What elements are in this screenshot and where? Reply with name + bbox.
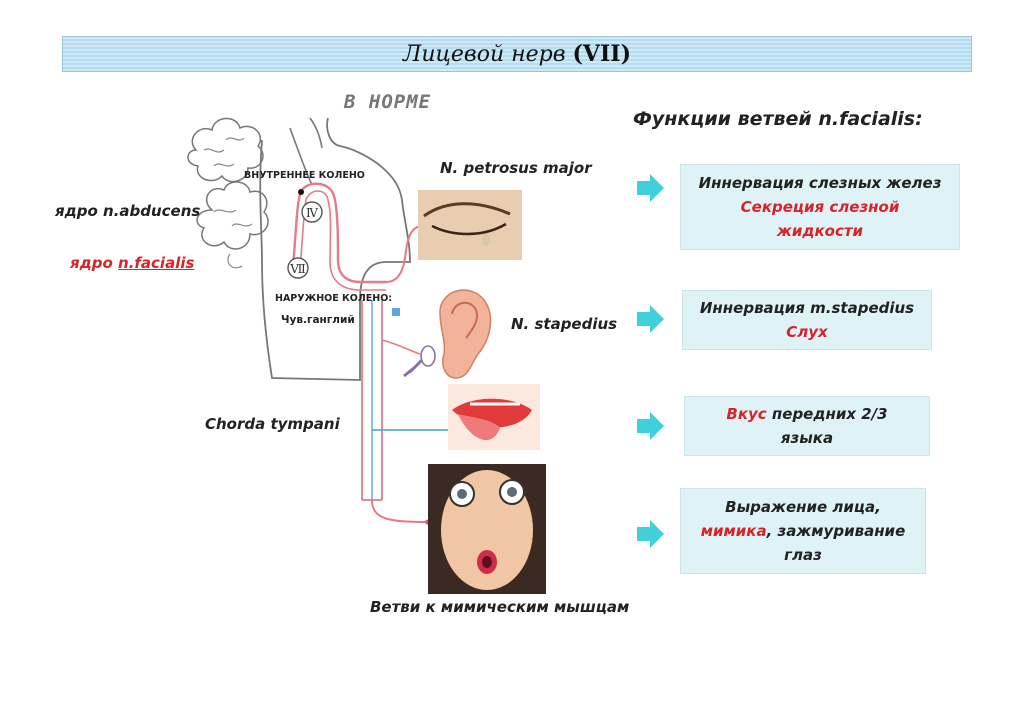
brainstem-outline [259, 117, 411, 381]
mimic-branch [371, 499, 431, 523]
box-text: языка [780, 429, 834, 447]
box-text: Выражение лица, [725, 498, 881, 516]
box-text: Вкус передних 2/3 [726, 405, 888, 423]
box-text: мимика, зажмуривание [700, 522, 906, 540]
label-mimic: Ветви к мимическим мышцам [370, 598, 630, 616]
function-box-mimic: Выражение лица, мимика, зажмуривание гла… [680, 488, 926, 574]
box-text: Слух [786, 323, 828, 341]
arrow-4 [637, 520, 664, 548]
title-roman: (VII) [572, 41, 631, 67]
box-text: жидкости [776, 222, 864, 240]
nucleus-cloud-upper [187, 117, 264, 183]
label-outer-knee: НАРУЖНОЕ КОЛЕНО: [275, 293, 393, 304]
ear-image [439, 289, 492, 379]
numeral-circle-lower [287, 257, 309, 279]
box-text: глаз [784, 546, 822, 564]
norm-label: В НОРМЕ [344, 91, 432, 113]
nucleus-cloud-lower [196, 181, 269, 250]
label-facialis: ядро n.facialis [70, 254, 195, 272]
inner-knee-dot [298, 189, 304, 195]
facial-nerve-trunk [290, 182, 386, 284]
function-box-taste: Вкус передних 2/3 языка [684, 396, 930, 456]
label-inner-knee: ВНУТРЕННЕЕ КОЛЕНО [244, 170, 365, 181]
function-box-lacrimal: Иннервация слезных желез Секреция слезно… [680, 164, 960, 250]
page-title: Лицевой нерв (VII) [403, 41, 631, 67]
face-image [428, 464, 546, 594]
functions-header: Функции ветвей n.facialis: [633, 108, 923, 130]
petrosus-branch [385, 225, 421, 283]
arrow-1 [637, 174, 664, 202]
numeral-upper: Ⅳ [306, 206, 319, 220]
ganglion-marker [392, 308, 400, 316]
mouth-image [448, 384, 540, 450]
label-abducens: ядро n.abducens [55, 202, 201, 220]
title-bar: Лицевой нерв (VII) [62, 36, 972, 72]
arrow-3 [637, 412, 664, 440]
label-stapedius: N. stapedius [511, 315, 618, 333]
box-text: Иннервация m.stapedius [699, 299, 915, 317]
eye-image [418, 190, 522, 260]
box-text: Иннервация слезных желез [698, 174, 942, 192]
label-petrosus: N. petrosus major [440, 159, 592, 177]
stapedius-branch [381, 339, 421, 355]
numeral-lower: Ⅶ [289, 262, 306, 276]
numeral-circle-upper [301, 201, 323, 223]
function-box-stapedius: Иннервация m.stapedius Слух [682, 290, 932, 350]
arrow-2 [637, 305, 664, 333]
label-chorda: Chorda tympani [205, 415, 340, 433]
box-text: Секреция слезной [740, 198, 900, 216]
label-ganglion: Чув.ганглий [281, 314, 355, 326]
